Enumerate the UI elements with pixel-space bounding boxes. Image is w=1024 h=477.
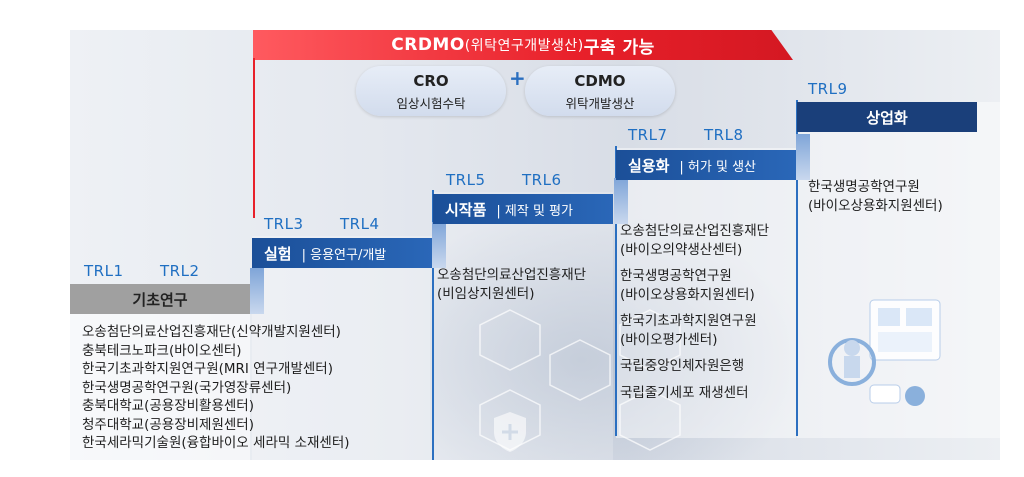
institution-item: 오송첨단의료산업진흥재단 bbox=[437, 267, 587, 283]
cro-pill: CRO 임상시험수탁 bbox=[356, 66, 506, 116]
molecule-hex-icon bbox=[479, 309, 681, 451]
step-shadow bbox=[432, 222, 446, 268]
institution-item: 한국기초과학지원연구원(MRI 연구개발센터) bbox=[82, 361, 333, 377]
trl-label: TRL3 bbox=[264, 215, 304, 233]
trl-label: TRL5 bbox=[446, 171, 486, 189]
institution-item: 한국기초과학지원연구원 bbox=[620, 313, 757, 329]
institution-list-3: 오송첨단의료산업진흥재단 (비임상지원센터) bbox=[437, 266, 586, 303]
trl-label: TRL6 bbox=[522, 171, 562, 189]
institution-item: 국립중앙인체자원은행 bbox=[620, 358, 745, 374]
cdmo-subtitle: 위탁개발생산 bbox=[565, 96, 635, 111]
institution-item: (바이오상용화지원센터) bbox=[620, 286, 755, 303]
stage-title: 기초연구 bbox=[132, 290, 188, 309]
trl-label: TRL2 bbox=[160, 262, 200, 280]
divider-line bbox=[615, 146, 617, 436]
institution-item: 충북대학교(공용장비활용센터) bbox=[82, 398, 254, 414]
divider-line bbox=[432, 190, 434, 460]
institution-item: (바이오상용화지원센터) bbox=[808, 197, 943, 214]
trl-label: TRL8 bbox=[704, 126, 744, 144]
institution-item: 국립줄기세포 재생센터 bbox=[620, 384, 749, 401]
shield-icon bbox=[494, 412, 526, 452]
stage-commercialization-prep: 실용화 | 허가 및 생산 bbox=[616, 150, 796, 180]
step-shadow bbox=[796, 134, 810, 180]
medical-lab-illustration-icon bbox=[828, 299, 941, 406]
institution-item: (바이오평가센터) bbox=[620, 331, 718, 348]
institution-list-1: 오송첨단의료산업진흥재단(신약개발지원센터) 충북테크노파크(바이오센터) 한국… bbox=[82, 323, 350, 453]
stage-commercialization: 상업화 bbox=[797, 102, 977, 132]
crdmo-banner: CRDMO(위탁연구개발생산)구축 가능 bbox=[253, 30, 793, 60]
banner-main: CRDMO bbox=[391, 35, 465, 55]
stage-title: 실용화 bbox=[628, 156, 670, 175]
banner-red-line bbox=[253, 58, 255, 218]
cdmo-pill: CDMO 위탁개발생산 bbox=[525, 66, 675, 116]
stage-title: 시작품 bbox=[445, 200, 487, 219]
stage-experiment: 실험 | 응용연구/개발 bbox=[252, 238, 432, 268]
stage-subtitle: | 허가 및 생산 bbox=[679, 159, 756, 175]
trl-label: TRL4 bbox=[340, 215, 380, 233]
trl-label: TRL7 bbox=[628, 126, 668, 144]
step-panel-4 bbox=[616, 148, 796, 438]
step-shadow bbox=[250, 268, 264, 314]
stage-subtitle: | 응용연구/개발 bbox=[301, 247, 387, 263]
institution-item: 한국생명공학연구원 bbox=[808, 179, 920, 195]
institution-item: 오송첨단의료산업진흥재단 bbox=[620, 223, 770, 239]
stage-title: 상업화 bbox=[866, 108, 908, 127]
institution-list-5: 한국생명공학연구원 (바이오상용화지원센터) bbox=[808, 178, 943, 215]
stage-basic-research: 기초연구 bbox=[70, 284, 250, 314]
institution-list-4: 오송첨단의료산업진흥재단 (바이오의약생산센터) 한국생명공학연구원 (바이오상… bbox=[620, 222, 769, 402]
institution-item: (비임상지원센터) bbox=[437, 285, 535, 302]
stage-subtitle: | 제작 및 평가 bbox=[496, 203, 573, 219]
stage-title: 실험 bbox=[264, 244, 292, 263]
institution-item: 한국생명공학연구원 bbox=[620, 268, 732, 284]
trl-label: TRL1 bbox=[84, 262, 124, 280]
plus-sign: + bbox=[509, 66, 526, 90]
banner-paren: (위탁연구개발생산) bbox=[464, 38, 584, 54]
cro-subtitle: 임상시험수탁 bbox=[396, 96, 466, 111]
stage-prototype: 시작품 | 제작 및 평가 bbox=[433, 194, 613, 224]
institution-item: 청주대학교(공용장비제원센터) bbox=[82, 416, 254, 433]
trl-label: TRL9 bbox=[808, 80, 848, 98]
institution-item: (바이오의약생산센터) bbox=[620, 241, 743, 258]
institution-item: 한국세라믹기술원(융합바이오 세라믹 소재센터) bbox=[82, 435, 350, 451]
step-panel-5 bbox=[797, 102, 1000, 438]
banner-tail: 구축 가능 bbox=[583, 37, 655, 58]
institution-item: 오송첨단의료산업진흥재단(신약개발지원센터) bbox=[82, 324, 341, 340]
cdmo-title: CDMO bbox=[574, 72, 626, 90]
step-shadow bbox=[614, 178, 628, 224]
step-panel-3 bbox=[433, 192, 613, 460]
institution-item: 충북테크노파크(바이오센터) bbox=[82, 342, 242, 359]
institution-item: 한국생명공학연구원(국가영장류센터) bbox=[82, 379, 292, 396]
divider-line bbox=[796, 100, 798, 436]
step-panel-2 bbox=[252, 236, 432, 460]
cro-title: CRO bbox=[413, 72, 449, 90]
